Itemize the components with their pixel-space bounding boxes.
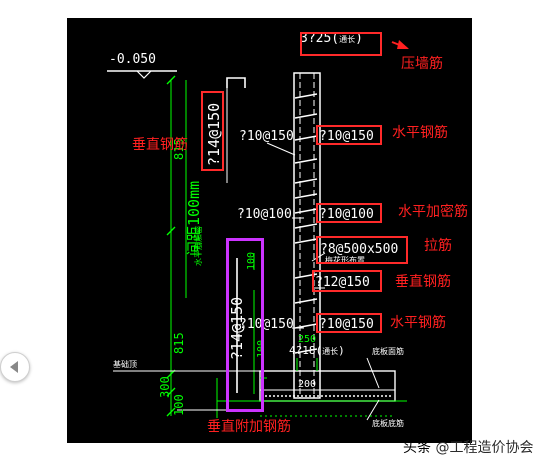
label-horiz-1-right: ?10@150 bbox=[319, 129, 374, 144]
wall-top-hook bbox=[226, 77, 246, 88]
dim-250: 250 bbox=[298, 334, 317, 345]
box-vert-add bbox=[226, 238, 264, 412]
cad-drawing: -0.050 815 815 300 100 间距100mm 水平筋加密 ?14… bbox=[67, 18, 472, 443]
label-horiz-dense-right: ?10@100 bbox=[319, 207, 374, 222]
bottom-bar-text: 4?18( bbox=[289, 344, 323, 357]
box-vert-main bbox=[201, 91, 224, 171]
box-horiz-2 bbox=[316, 313, 382, 333]
base-label: 基础顶 bbox=[113, 360, 137, 369]
ann-horizontal-1: 水平钢筋 bbox=[392, 125, 448, 141]
ann-vertical-left: 垂直钢筋 bbox=[132, 137, 188, 153]
dim-300: 300 bbox=[158, 376, 172, 398]
ann-vertical-right: 垂直钢筋 bbox=[395, 274, 451, 290]
bottom-bar-small: 通长 bbox=[322, 347, 339, 356]
box-horiz-dense bbox=[316, 203, 382, 223]
tie-note: 梅花形布置 bbox=[325, 256, 365, 265]
prev-image-button[interactable] bbox=[0, 352, 30, 382]
box-horiz-1 bbox=[316, 125, 382, 145]
ann-press-wall: 压墙筋 bbox=[401, 56, 443, 72]
vertical-note: 水平筋加密 bbox=[194, 226, 203, 266]
label-vert-right: ?12@150 bbox=[315, 275, 370, 290]
cad-lines bbox=[107, 40, 409, 421]
label-tie-bar: ?8@500x500 bbox=[320, 242, 399, 257]
watermark: 头条 @工程造价协会 bbox=[403, 437, 533, 457]
slab-bottom-label: 底板底筋 bbox=[372, 419, 404, 428]
ann-horizontal-dense: 水平加密筋 bbox=[398, 204, 468, 220]
watermark-account: @工程造价协会 bbox=[435, 440, 534, 456]
box-top-bar bbox=[300, 32, 382, 56]
wall-body bbox=[293, 72, 321, 399]
top-bar-text: 3?25( bbox=[300, 31, 340, 46]
label-horiz-dense-left: ?10@100 bbox=[237, 207, 292, 222]
label-horiz-1-left: ?10@150 bbox=[239, 129, 294, 144]
top-bar-small: 通长 bbox=[339, 35, 356, 44]
ann-vertical-additional: 垂直附加钢筋 bbox=[207, 419, 291, 435]
label-horiz-2-right: ?10@150 bbox=[319, 317, 374, 332]
dim-815-bottom: 815 bbox=[172, 332, 186, 354]
slab-top-label: 底板面筋 bbox=[372, 347, 404, 356]
box-tie-bar bbox=[316, 236, 408, 264]
dim-100-a: 100 bbox=[172, 394, 186, 416]
label-bottom-bar: 4?18(通长) bbox=[289, 344, 345, 357]
chevron-left-icon bbox=[10, 361, 18, 373]
label-horiz-2-left: ?10@150 bbox=[239, 317, 294, 332]
elevation-marker bbox=[136, 70, 152, 79]
ann-horizontal-2: 水平钢筋 bbox=[390, 315, 446, 331]
label-top-bar: 3?25(通长) bbox=[300, 31, 363, 46]
ann-tie: 拉筋 bbox=[424, 238, 452, 254]
watermark-head: 头条 bbox=[403, 440, 431, 456]
elevation-text: -0.050 bbox=[109, 52, 156, 67]
box-vert-right bbox=[312, 270, 382, 292]
dim-200: 200 bbox=[298, 379, 317, 390]
